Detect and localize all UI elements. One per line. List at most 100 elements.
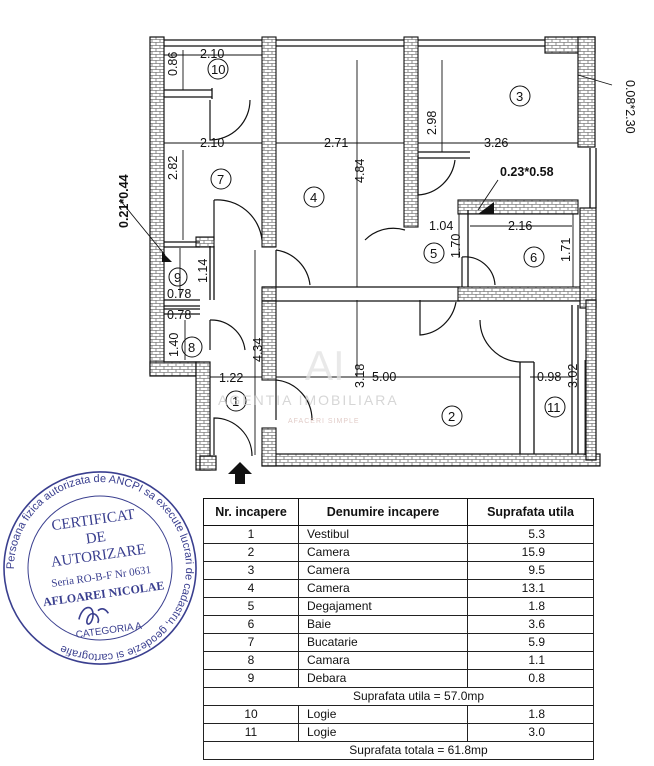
room-number-cell: 10	[203, 705, 299, 724]
room-number: 3	[516, 89, 523, 104]
room-number: 6	[530, 250, 537, 265]
agency-watermark: AI AGENTIA IMOBILIARA AFACERI SIMPLE	[218, 342, 399, 425]
room-area-cell: 13.1	[467, 579, 594, 598]
dimension-label: 5.00	[372, 370, 396, 384]
dimension-label: 1.22	[219, 371, 243, 385]
room-marker-10: 10	[207, 58, 229, 80]
watermark-logo: AI	[305, 342, 345, 389]
room-number-cell: 11	[203, 723, 299, 742]
dimension-label: 3.18	[353, 364, 367, 388]
dimension-label: 0.86	[166, 52, 180, 76]
room-marker-4: 4	[303, 186, 325, 208]
room-marker-5: 5	[423, 242, 445, 264]
dimension-label: 1.40	[167, 333, 181, 357]
table-header-row: Nr. incapere Denumire incapere Suprafata…	[203, 498, 594, 526]
room-number: 5	[430, 246, 437, 261]
dimension-label: 2.71	[324, 136, 348, 150]
room-name-cell: Debara	[298, 669, 468, 688]
room-area-cell: 5.9	[467, 633, 594, 652]
room-number: 11	[547, 400, 561, 415]
room-area-cell: 0.8	[467, 669, 594, 688]
room-name-cell: Baie	[298, 615, 468, 634]
room-number: 9	[174, 270, 181, 285]
dimension-label: 0.98	[537, 370, 561, 384]
room-number: 2	[448, 409, 455, 424]
stamp-category: CATEGORIA A	[75, 621, 143, 641]
room-number: 1	[232, 394, 239, 409]
room-marker-11: 11	[544, 396, 566, 418]
room-marker-8: 8	[181, 336, 203, 358]
column-header: Suprafata utila	[467, 498, 594, 526]
dimension-label: 2.10	[200, 136, 224, 150]
room-number: 10	[211, 62, 225, 77]
stamp-line: DE	[85, 529, 107, 548]
dimension-label: 1.70	[449, 234, 463, 258]
room-number-cell: 1	[203, 525, 299, 544]
subtotal-text: Suprafata utila = 57.0mp	[352, 689, 485, 703]
dimension-label: 0.23*0.58	[500, 165, 554, 179]
room-name-cell: Logie	[298, 723, 468, 742]
dimension-label: 3.02	[566, 364, 580, 388]
room-number-cell: 5	[203, 597, 299, 616]
column-header: Denumire incapere	[298, 498, 468, 526]
door-swings	[209, 99, 521, 457]
room-marker-3: 3	[509, 85, 531, 107]
room-name-cell: Camera	[298, 543, 468, 562]
dimension-label: 0.21*0.44	[117, 174, 131, 228]
room-area-cell: 9.5	[467, 561, 594, 580]
room-number: 4	[310, 190, 317, 205]
room-marker-9: 9	[168, 267, 188, 287]
dimension-label: 3.26	[484, 136, 508, 150]
column-header: Nr. incapere	[203, 498, 299, 526]
room-area-cell: 5.3	[467, 525, 594, 544]
room-marker-6: 6	[523, 246, 545, 268]
room-name-cell: Camara	[298, 651, 468, 670]
room-number: 8	[188, 340, 195, 355]
watermark-tagline: AFACERI SIMPLE	[288, 418, 360, 425]
room-number-cell: 7	[203, 633, 299, 652]
room-number-cell: 3	[203, 561, 299, 580]
interior-walls	[195, 36, 581, 467]
room-areas-table: Nr. incapere Denumire incapere Suprafata…	[203, 498, 594, 760]
dimension-label: 1.04	[429, 219, 453, 233]
room-name-cell: Vestibul	[298, 525, 468, 544]
dimension-label: 2.16	[508, 219, 532, 233]
room-name-cell: Camera	[298, 579, 468, 598]
room-area-cell: 1.8	[467, 597, 594, 616]
dimension-label: 2.10	[200, 47, 224, 61]
room-number: 7	[217, 172, 224, 187]
floor-plan: 2.10 0.86 2.10 2.82 2.71 4.84 2.98 3.26 …	[117, 36, 637, 484]
dimension-label: 0.78	[167, 308, 191, 322]
subtotal-row: Suprafata utila = 57.0mp	[203, 687, 594, 706]
room-marker-1: 1	[225, 390, 247, 412]
room-area-cell: 1.1	[467, 651, 594, 670]
room-name-cell: Bucatarie	[298, 633, 468, 652]
room-number-cell: 2	[203, 543, 299, 562]
room-area-cell: 1.8	[467, 705, 594, 724]
dimension-labels: 2.10 0.86 2.10 2.82 2.71 4.84 2.98 3.26 …	[117, 47, 637, 388]
room-markers: 10 7 4 3 5 6 9 8 1 2 11	[168, 58, 566, 427]
svg-text:Persoana fizica autorizata de: Persoana fizica autorizata de ANCPI sa e…	[0, 468, 200, 668]
room-name-cell: Logie	[298, 705, 468, 724]
room-name-cell: Camera	[298, 561, 468, 580]
dimension-label: 4.34	[251, 338, 265, 362]
total-text: Suprafata totala = 61.8mp	[349, 743, 488, 757]
authorization-stamp: Persoana fizica autorizata de ANCPI sa e…	[0, 468, 200, 668]
dimension-label: 2.98	[425, 111, 439, 135]
room-area-cell: 3.0	[467, 723, 594, 742]
watermark-name: AGENTIA IMOBILIARA	[218, 392, 399, 408]
room-name-cell: Degajament	[298, 597, 468, 616]
room-area-cell: 15.9	[467, 543, 594, 562]
room-area-cell: 3.6	[467, 615, 594, 634]
room-number-cell: 4	[203, 579, 299, 598]
dimension-label: 0.78	[167, 287, 191, 301]
total-row: Suprafata totala = 61.8mp	[203, 741, 594, 760]
entrance-arrow-icon	[228, 462, 252, 484]
